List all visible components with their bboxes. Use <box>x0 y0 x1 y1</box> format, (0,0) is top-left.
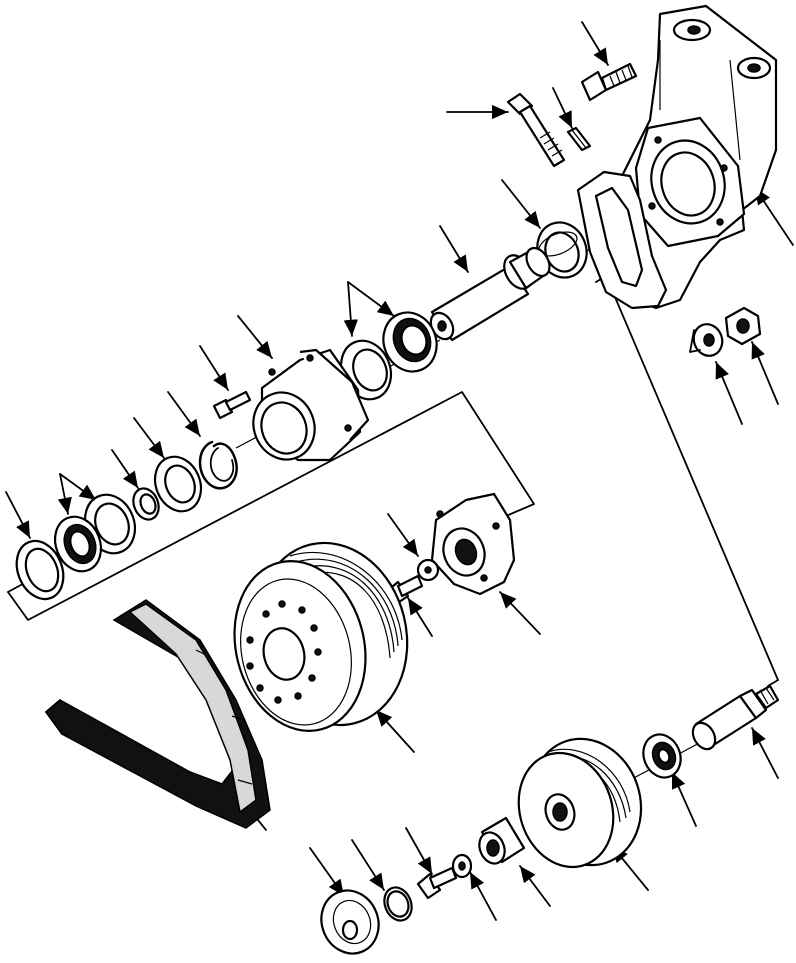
bolt-icon <box>506 92 566 168</box>
pin-icon <box>566 126 592 152</box>
hub-housing-icon <box>252 348 370 462</box>
bearing-icon <box>339 311 438 401</box>
leader-roll-pin <box>552 87 573 129</box>
group-bracket-line <box>7 391 535 621</box>
leader-snap-ring <box>167 391 201 437</box>
leader-pulley-large <box>375 709 415 753</box>
washer-icon <box>416 558 440 582</box>
leader-spacer <box>111 449 139 489</box>
leader-spacer-idler <box>519 865 551 907</box>
leader-idler-shaft <box>751 727 779 779</box>
capscrew-icon <box>580 62 638 102</box>
leader-washer-idler <box>469 871 497 921</box>
leader-capscrew-top <box>581 21 609 66</box>
leader-housing <box>237 315 273 359</box>
pulley-icon <box>233 541 409 732</box>
ball-bearing-icon <box>642 733 682 779</box>
spacer-icon <box>132 487 160 521</box>
pulley-icon <box>517 737 643 869</box>
leader-hub <box>499 591 541 635</box>
leader-washer-flange <box>387 513 419 557</box>
shaft-icon <box>429 246 551 342</box>
nut-icon <box>724 306 762 346</box>
capscrew-icon <box>212 390 252 420</box>
cap-icon <box>320 889 380 955</box>
capscrew-icon <box>416 866 458 900</box>
leader-bearing-lower-a <box>57 473 72 515</box>
bearing-icon <box>53 493 137 573</box>
leader-bearing-idler <box>671 771 697 827</box>
leader-seal-lower <box>5 491 31 539</box>
callout-leaders <box>5 21 794 921</box>
leader-bearing-lower-b <box>59 473 97 501</box>
washer-icon <box>451 853 473 879</box>
v-belt-icon <box>44 599 271 829</box>
shaft-icon <box>691 684 780 751</box>
leader-spacer-ring <box>133 417 165 459</box>
leader-capscrew-housing <box>199 345 229 391</box>
seal-icon <box>15 539 65 601</box>
leader-nut <box>751 341 779 405</box>
hub-icon <box>430 492 516 596</box>
leader-bearing-upper-b <box>343 281 358 337</box>
ring-icon <box>153 455 203 513</box>
mounting-bracket-icon <box>576 4 778 310</box>
spacer-icon <box>478 816 526 865</box>
leader-dust-cap <box>309 847 345 897</box>
snap-ring-icon <box>198 440 238 490</box>
leader-bracket <box>754 187 794 246</box>
snap-ring-icon <box>383 886 413 922</box>
leader-spindle <box>439 225 469 273</box>
leader-bearing-upper-a <box>347 281 395 317</box>
washer-icon <box>689 323 724 357</box>
leader-snap-ring-idler <box>351 839 385 891</box>
leader-capscrew-idler <box>405 827 433 875</box>
leader-capscrew-hub <box>407 597 433 637</box>
leader-seal-top <box>501 179 541 229</box>
leader-washer-nut <box>715 361 743 425</box>
